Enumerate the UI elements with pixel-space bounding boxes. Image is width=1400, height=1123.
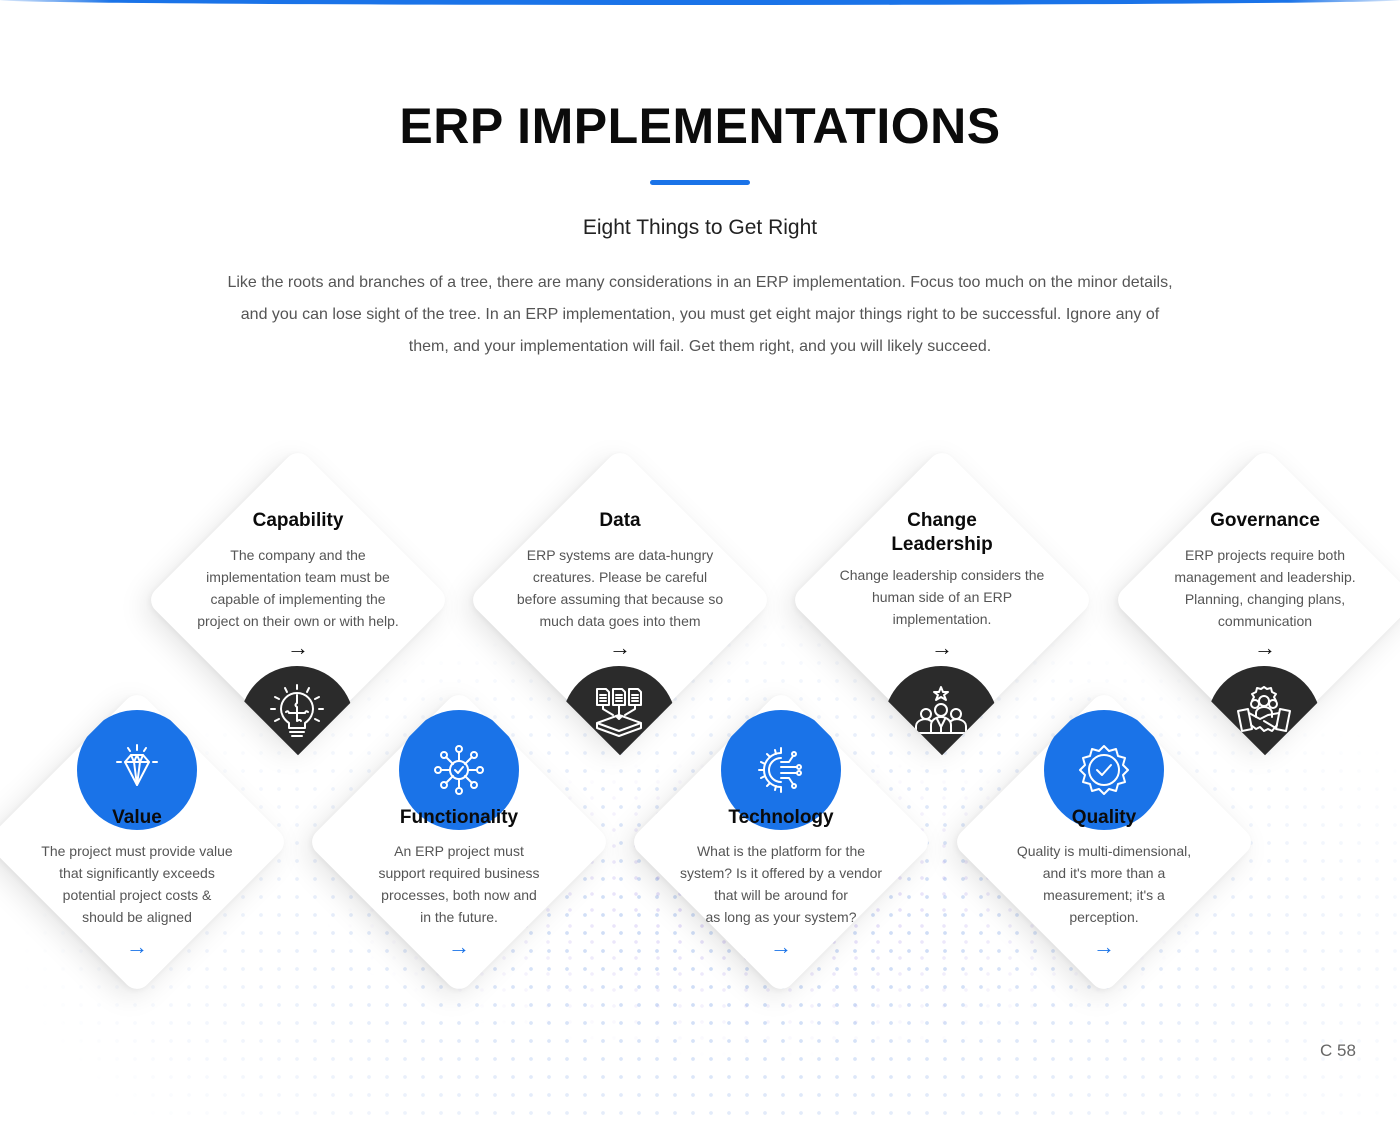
arrow-right-icon[interactable]: → — [448, 934, 470, 959]
intro-paragraph: Like the roots and branches of a tree, t… — [220, 267, 1180, 363]
title-underline — [650, 180, 750, 185]
page-title: ERP IMPLEMENTATIONS — [399, 98, 1001, 154]
intro-line: and you can lose sight of the tree. In a… — [240, 306, 1160, 323]
card-description: ERP projects require both management and… — [1150, 544, 1380, 632]
desc-line: support required business — [378, 865, 540, 881]
title-line: Change — [907, 510, 977, 531]
title-line: Leadership — [891, 534, 993, 555]
desc-line: ERP projects require both — [1184, 547, 1346, 563]
card-description: An ERP project must support required bus… — [344, 840, 574, 928]
top-accent-bar — [0, 0, 1400, 5]
desc-line: should be aligned — [82, 909, 192, 925]
handshake-team-gear-icon — [1234, 683, 1294, 743]
card-title: Capability — [252, 510, 344, 531]
arrow-right-icon[interactable]: → — [1093, 934, 1115, 959]
card-title: Technology — [728, 807, 834, 828]
arrow-right-icon[interactable]: → — [287, 635, 309, 660]
card-description: ERP systems are data-hungry creatures. P… — [500, 544, 740, 632]
gear-circuit-icon — [751, 740, 811, 800]
desc-line: in the future. — [420, 909, 498, 925]
documents-into-database-icon — [589, 683, 649, 743]
card-title: Governance — [1210, 510, 1320, 531]
arrow-right-icon[interactable]: → — [931, 635, 953, 660]
card-title: Value — [112, 807, 162, 828]
arrow-right-icon[interactable]: → — [1254, 635, 1276, 660]
intro-line: them, and your implementation will fail.… — [408, 338, 992, 355]
page-number: C 58 — [1320, 1041, 1356, 1060]
desc-line: The project must provide value — [41, 843, 233, 859]
desc-line: An ERP project must — [394, 843, 524, 859]
desc-line: implementation. — [892, 611, 992, 627]
desc-line: creatures. Please be careful — [532, 569, 708, 585]
desc-line: ERP systems are data-hungry — [526, 547, 714, 563]
desc-line: before assuming that because so — [516, 591, 724, 607]
card-title: Quality — [1071, 807, 1137, 828]
card-description: The project must provide value that sign… — [22, 840, 252, 928]
desc-line: Change leadership considers the — [839, 567, 1045, 583]
desc-line: perception. — [1069, 909, 1139, 925]
quality-badge-check-icon — [1074, 740, 1134, 800]
desc-line: human side of an ERP — [871, 589, 1013, 605]
desc-line: capable of implementing the — [210, 591, 386, 607]
desc-line: The company and the — [230, 547, 366, 563]
desc-line: management and leadership. — [1174, 569, 1356, 585]
card-title: Functionality — [399, 807, 519, 828]
arrow-right-icon[interactable]: → — [770, 934, 792, 959]
desc-line: Quality is multi-dimensional, — [1016, 843, 1192, 859]
intro-line: Like the roots and branches of a tree, t… — [227, 274, 1173, 291]
desc-line: Planning, changing plans, — [1184, 591, 1346, 607]
desc-line: communication — [1217, 613, 1313, 629]
card-title: Change Leadership — [822, 509, 1062, 557]
desc-line: implementation team must be — [206, 569, 390, 585]
lightbulb-puzzle-icon — [267, 683, 327, 743]
desc-line: processes, both now and — [381, 887, 537, 903]
desc-line: What is the platform for the — [696, 843, 866, 859]
desc-line: that significantly exceeds — [59, 865, 215, 881]
desc-line: system? Is it offered by a vendor — [679, 865, 883, 881]
desc-line: much data goes into them — [539, 613, 701, 629]
page-subtitle: Eight Things to Get Right — [582, 216, 818, 239]
desc-line: as long as your system? — [705, 909, 857, 925]
card-description: What is the platform for the system? Is … — [661, 840, 901, 928]
card-description: The company and the implementation team … — [178, 544, 418, 632]
card-title: Data — [599, 510, 641, 531]
desc-line: measurement; it's a — [1043, 887, 1165, 903]
team-leader-star-icon — [911, 683, 971, 743]
arrow-right-icon[interactable]: → — [126, 934, 148, 959]
diamond-gem-icon — [107, 740, 167, 800]
desc-line: that will be around for — [714, 887, 848, 903]
arrow-right-icon[interactable]: → — [609, 635, 631, 660]
desc-line: project on their own or with help. — [197, 613, 399, 629]
desc-line: and it's more than a — [1042, 865, 1166, 881]
gear-network-check-icon — [429, 740, 489, 800]
card-description: Change leadership considers the human si… — [822, 564, 1062, 630]
desc-line: potential project costs & — [62, 887, 212, 903]
card-description: Quality is multi-dimensional, and it's m… — [989, 840, 1219, 928]
